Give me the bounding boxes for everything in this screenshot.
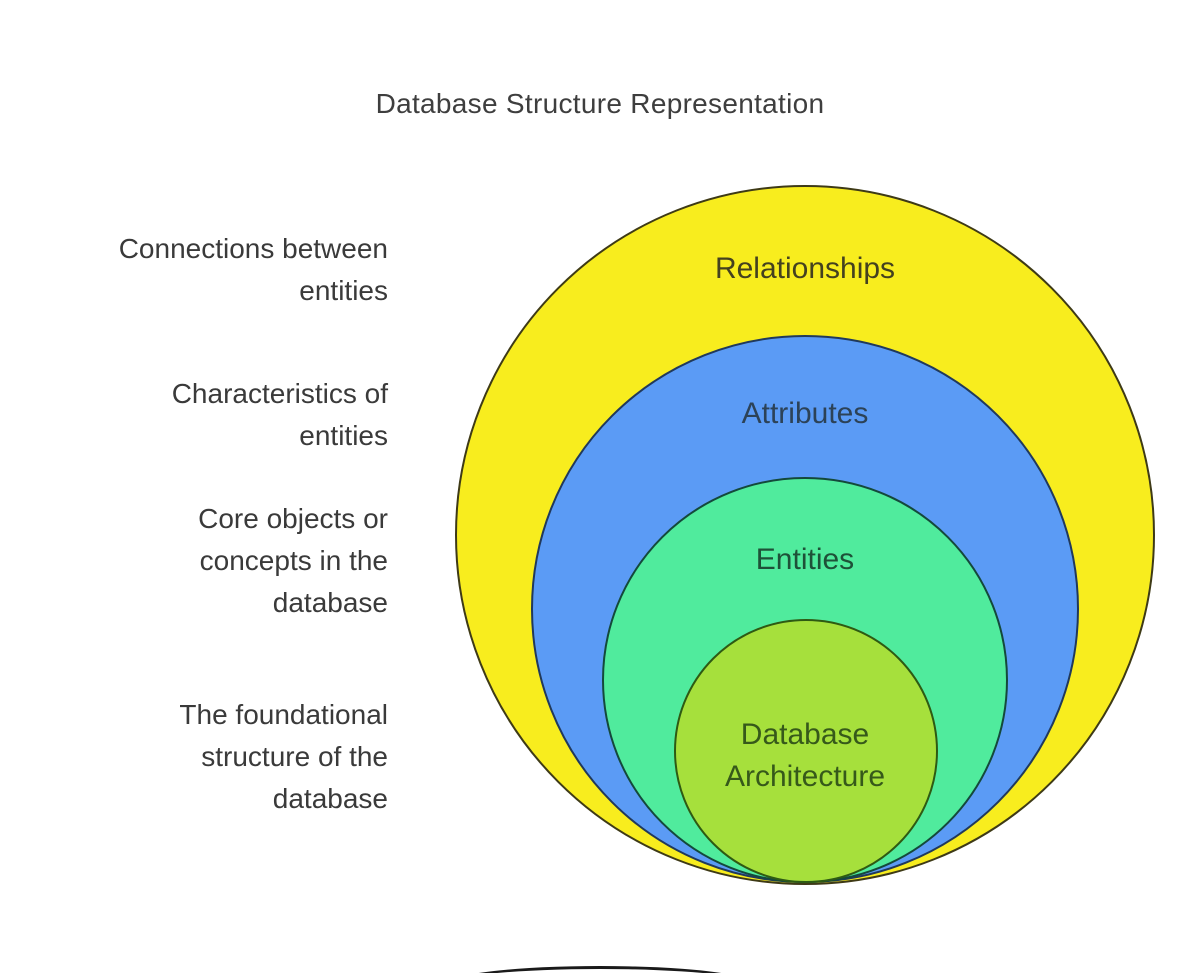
annotation-line: database	[272, 587, 388, 618]
ring-label-relationships: Relationships	[714, 252, 896, 285]
circle-database-architecture	[674, 619, 938, 883]
annotation-line: The foundational	[179, 699, 388, 730]
annotation-line: entities	[299, 275, 388, 306]
annotation-relationships: Connections between entities	[119, 228, 388, 312]
annotation-line: entities	[299, 420, 388, 451]
annotation-database-architecture: The foundational structure of the databa…	[179, 694, 388, 820]
annotation-line: Core objects or	[198, 503, 388, 534]
annotation-entities: Core objects or concepts in the database	[198, 498, 388, 624]
ring-label-entities: Entities	[755, 543, 855, 576]
annotation-line: structure of the	[201, 741, 388, 772]
ring-label-database-architecture: Database Architecture	[724, 718, 886, 793]
annotation-line: Connections between	[118, 233, 388, 264]
ring-label-attributes: Attributes	[741, 397, 869, 430]
annotation-line: database	[272, 783, 388, 814]
annotation-line: concepts in the	[199, 545, 388, 576]
annotation-line: Characteristics of	[171, 378, 388, 409]
annotation-attributes: Characteristics of entities	[172, 373, 388, 457]
diagram-title: Database Structure Representation	[375, 88, 825, 119]
bottom-cropped-shape	[450, 966, 750, 973]
fade-artifact-overlay	[52, 232, 90, 272]
